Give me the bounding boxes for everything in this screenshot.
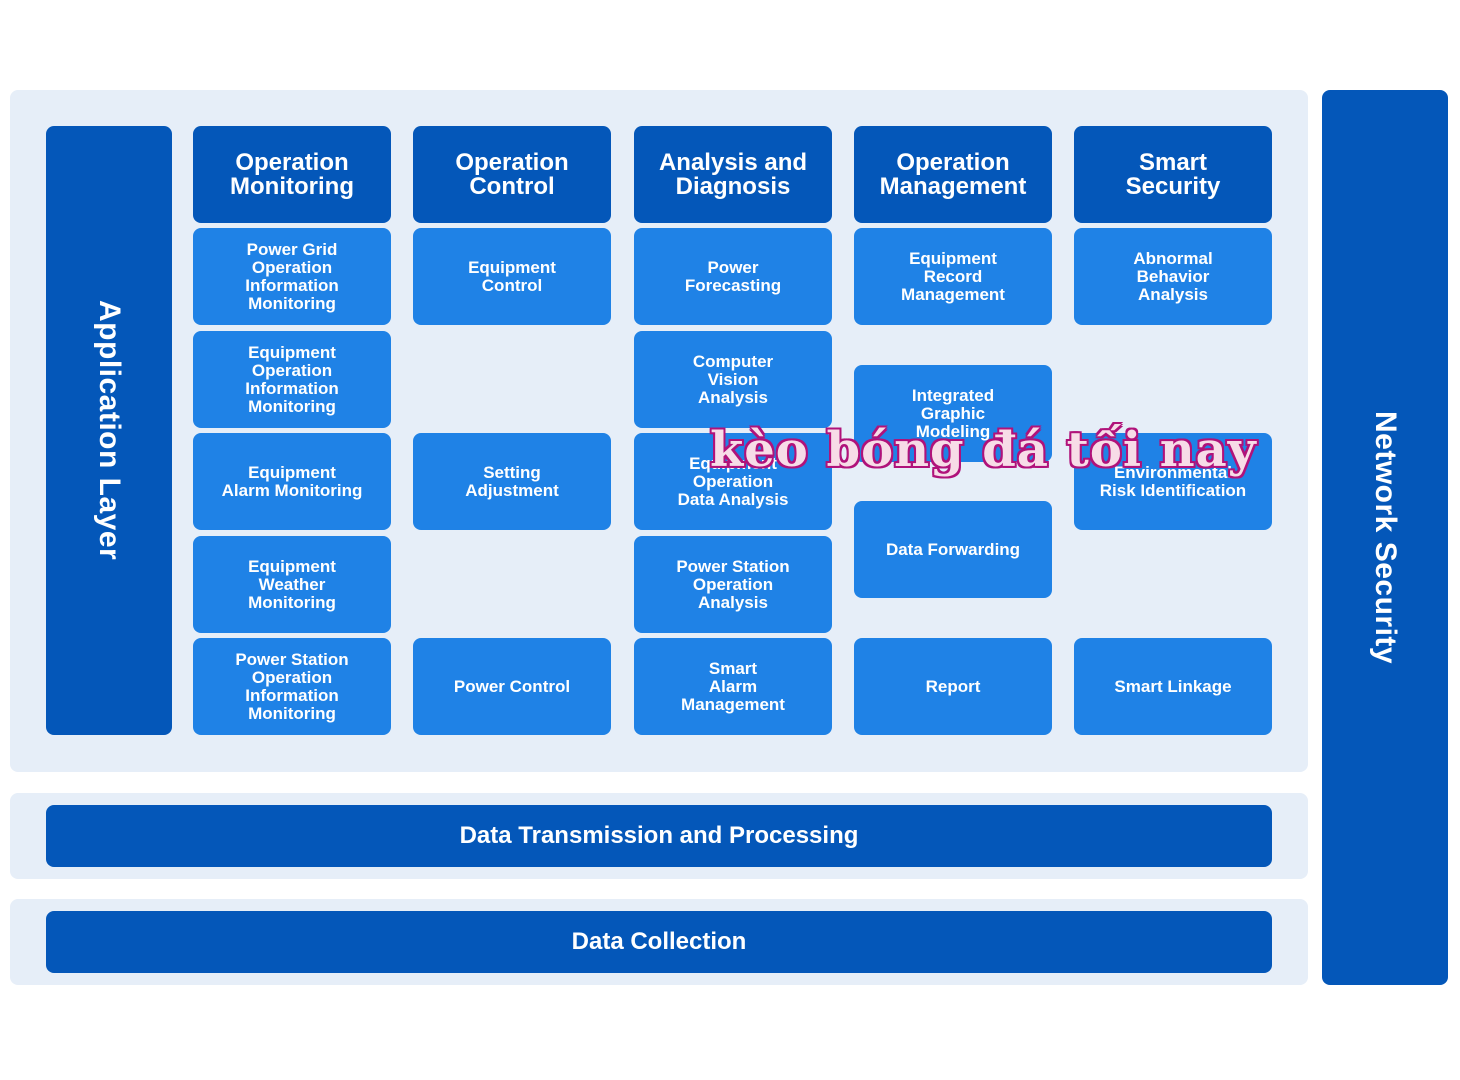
network-security-label: Network Security bbox=[1369, 410, 1402, 665]
data-collection-label: Data Collection bbox=[571, 928, 747, 955]
item-equipment-weather-monitoring: Equipment Weather Monitoring bbox=[193, 536, 391, 633]
data-transmission-bar: Data Transmission and Processing bbox=[46, 805, 1272, 867]
heading-operation-control: Operation Control bbox=[413, 126, 611, 223]
data-collection-bar: Data Collection bbox=[46, 911, 1272, 973]
item-equipment-operation-information-monitoring: Equipment Operation Information Monitori… bbox=[193, 331, 391, 428]
heading-analysis-and-diagnosis: Analysis and Diagnosis bbox=[634, 126, 832, 223]
item-smart-linkage: Smart Linkage bbox=[1074, 638, 1272, 735]
item-power-forecasting: Power Forecasting bbox=[634, 228, 832, 325]
heading-operation-management: Operation Management bbox=[854, 126, 1052, 223]
item-power-control: Power Control bbox=[413, 638, 611, 735]
application-layer-box: Application Layer bbox=[46, 126, 172, 735]
item-data-forwarding: Data Forwarding bbox=[854, 501, 1052, 598]
heading-smart-security: Smart Security bbox=[1074, 126, 1272, 223]
heading-operation-monitoring: Operation Monitoring bbox=[193, 126, 391, 223]
item-report: Report bbox=[854, 638, 1052, 735]
item-equipment-operation-data-analysis: Equipment Operation Data Analysis bbox=[634, 433, 832, 530]
application-layer-label: Application Layer bbox=[93, 300, 126, 561]
item-power-grid-operation-information-monitoring: Power Grid Operation Information Monitor… bbox=[193, 228, 391, 325]
network-security-box: Network Security bbox=[1322, 90, 1448, 985]
item-power-station-operation-analysis: Power Station Operation Analysis bbox=[634, 536, 832, 633]
item-equipment-alarm-monitoring: Equipment Alarm Monitoring bbox=[193, 433, 391, 530]
data-transmission-label: Data Transmission and Processing bbox=[459, 822, 859, 849]
item-equipment-control: Equipment Control bbox=[413, 228, 611, 325]
item-power-station-operation-information-monitoring: Power Station Operation Information Moni… bbox=[193, 638, 391, 735]
item-equipment-record-management: Equipment Record Management bbox=[854, 228, 1052, 325]
item-integrated-graphic-modeling: Integrated Graphic Modeling bbox=[854, 365, 1052, 462]
item-computer-vision-analysis: Computer Vision Analysis bbox=[634, 331, 832, 428]
item-abnormal-behavior-analysis: Abnormal Behavior Analysis bbox=[1074, 228, 1272, 325]
item-smart-alarm-management: Smart Alarm Management bbox=[634, 638, 832, 735]
item-environmental-risk-identification: Environmental Risk Identification bbox=[1074, 433, 1272, 530]
item-setting-adjustment: Setting Adjustment bbox=[413, 433, 611, 530]
